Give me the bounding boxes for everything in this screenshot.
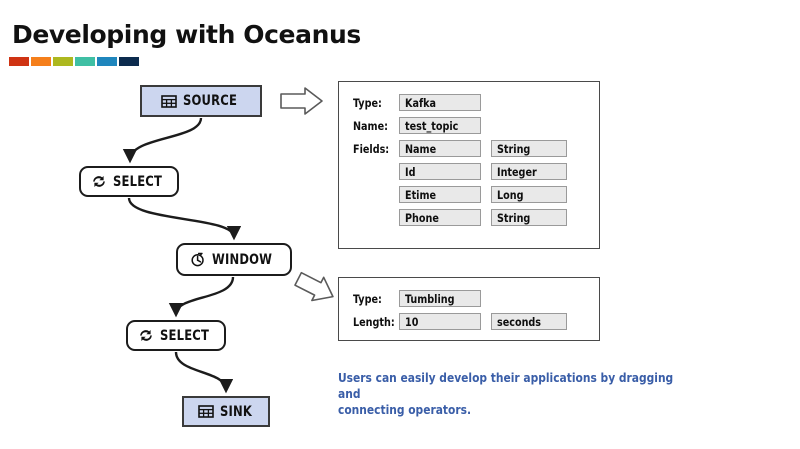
accent-swatch-2 [31, 57, 51, 66]
property-field[interactable]: 10 [399, 313, 481, 330]
property-field[interactable]: Kafka [399, 94, 481, 111]
property-value: Long [497, 187, 524, 202]
property-label: Type: [353, 291, 382, 306]
property-row: Type: Kafka [353, 94, 481, 111]
accent-swatch-3 [53, 57, 73, 66]
flow-node-label: SINK [219, 403, 252, 420]
property-value: Integer [497, 164, 537, 179]
property-field[interactable]: Phone [399, 209, 481, 226]
property-label: Fields: [353, 141, 390, 156]
accent-swatch-6 [119, 57, 139, 66]
page-title: Developing with Oceanus [12, 20, 361, 49]
property-field[interactable]: Long [491, 186, 567, 203]
property-row: Type: Tumbling [353, 290, 481, 307]
property-value: Kafka [405, 95, 437, 110]
property-value: Tumbling [405, 291, 455, 306]
property-row: Fields: Name String [353, 140, 567, 157]
flow-node-label: SELECT [113, 173, 163, 190]
accent-color-bar [9, 57, 139, 66]
property-value: 10 [405, 314, 419, 329]
flow-node-label: WINDOW [212, 251, 273, 268]
connector-select1-to-window [127, 197, 242, 241]
property-row: Length: 10 seconds [353, 313, 567, 330]
table-icon [160, 94, 177, 109]
property-field[interactable]: Id [399, 163, 481, 180]
flow-node-label: SELECT [160, 327, 210, 344]
property-label: Type: [353, 95, 382, 110]
property-value: Name [405, 141, 437, 156]
window-callout-arrow [294, 271, 334, 302]
property-label: Name: [353, 118, 388, 133]
flow-node-sink[interactable]: SINK [182, 396, 270, 427]
property-field[interactable]: String [491, 209, 567, 226]
property-field[interactable]: Integer [491, 163, 567, 180]
property-field[interactable]: Tumbling [399, 290, 481, 307]
flow-node-select2[interactable]: SELECT [126, 320, 226, 351]
property-value: Phone [405, 210, 439, 225]
property-row: Etime Long [353, 186, 567, 203]
property-row: Phone String [353, 209, 567, 226]
property-field[interactable]: Etime [399, 186, 481, 203]
table-icon [197, 404, 214, 419]
property-field[interactable]: String [491, 140, 567, 157]
accent-swatch-1 [9, 57, 29, 66]
connector-select2-to-sink [174, 351, 234, 394]
flow-node-label: SOURCE [182, 93, 237, 109]
refresh-icon [138, 328, 154, 343]
property-row: Id Integer [353, 163, 567, 180]
property-field[interactable]: test_topic [399, 117, 481, 134]
timer-icon [190, 252, 206, 267]
property-row: Name: test_topic [353, 117, 481, 134]
flow-node-source[interactable]: SOURCE [140, 85, 262, 117]
property-value: Etime [405, 187, 437, 202]
property-field[interactable]: Name [399, 140, 481, 157]
caption-text: Users can easily develop their applicati… [338, 370, 718, 418]
source-callout-arrow [280, 87, 323, 115]
flow-node-window[interactable]: WINDOW [176, 243, 292, 276]
property-label: Length: [353, 314, 395, 329]
property-value: String [497, 210, 531, 225]
connector-window-to-select2 [168, 276, 235, 318]
caption-line-1: Users can easily develop their applicati… [338, 370, 674, 401]
accent-swatch-5 [97, 57, 117, 66]
property-value: test_topic [405, 118, 459, 133]
connector-source-to-select1 [122, 117, 203, 164]
caption-line-2: connecting operators. [338, 402, 472, 417]
refresh-icon [91, 174, 107, 189]
property-value: seconds [497, 314, 542, 329]
flow-node-select1[interactable]: SELECT [79, 166, 179, 197]
property-value: Id [405, 164, 416, 179]
property-value: String [497, 141, 531, 156]
accent-swatch-4 [75, 57, 95, 66]
property-field[interactable]: seconds [491, 313, 567, 330]
